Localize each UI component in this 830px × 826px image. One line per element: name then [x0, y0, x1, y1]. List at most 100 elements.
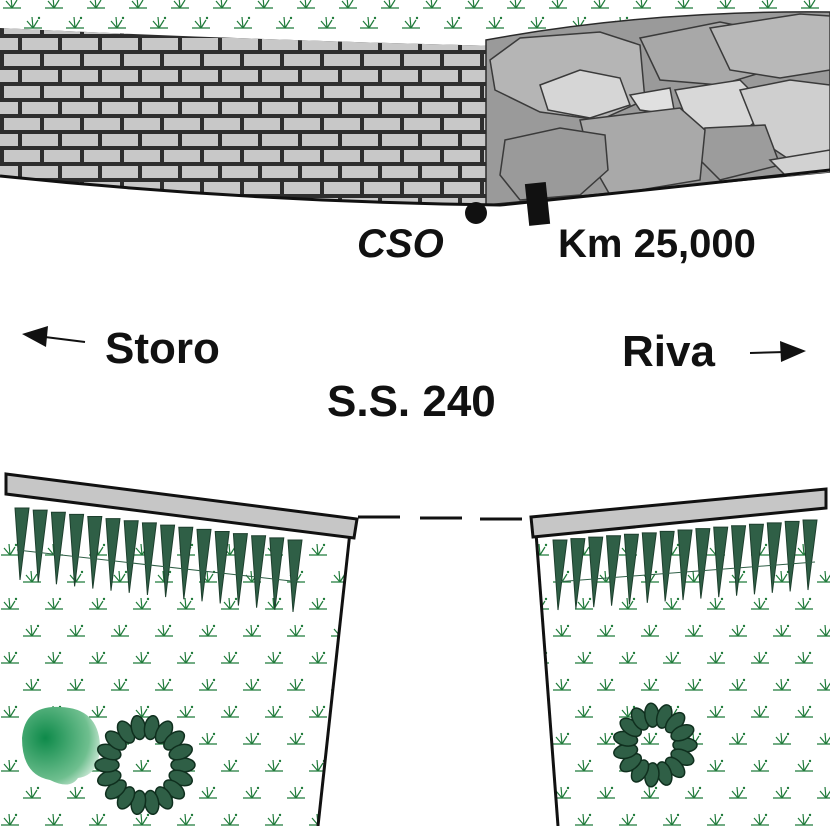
brick	[462, 230, 498, 242]
grass-tuft-icon	[265, 705, 283, 718]
grass-tuft-icon	[66, 16, 84, 29]
brick	[302, 230, 338, 242]
grass-tuft-icon	[111, 570, 129, 583]
brick	[324, 150, 360, 162]
grass-tuft-icon	[108, 16, 126, 29]
brick	[204, 150, 240, 162]
brick	[324, 118, 360, 130]
spike	[214, 530, 230, 604]
grass-tuft-icon	[171, 0, 189, 9]
grass-tuft-icon	[795, 813, 813, 826]
brick	[102, 198, 138, 205]
grass-tuft-icon	[1, 543, 19, 556]
grass-tuft-icon	[89, 597, 107, 610]
spike	[695, 528, 711, 599]
grass-tuft-icon	[795, 651, 813, 664]
grass-tuft-icon	[199, 624, 217, 637]
grass-tuft-icon	[685, 678, 703, 691]
brick	[302, 134, 338, 146]
brick	[22, 198, 58, 205]
grass-tuft-icon	[243, 786, 261, 799]
brick	[262, 70, 298, 82]
brick	[0, 134, 18, 146]
grass-tuft-icon	[199, 678, 217, 691]
grass-tuft-icon	[536, 759, 549, 772]
grass-tuft-icon	[199, 786, 217, 799]
guard-rail-left	[4, 472, 359, 540]
grass-tuft-icon	[597, 678, 615, 691]
grass-tuft-icon	[619, 813, 637, 826]
grass-tuft-icon	[729, 678, 747, 691]
grass-tuft-icon	[729, 786, 747, 799]
brick	[364, 150, 400, 162]
grass-tuft-icon	[1, 759, 19, 772]
spike	[32, 509, 48, 583]
brick-wall	[0, 28, 500, 242]
brick	[204, 118, 240, 130]
grass-tuft-icon	[265, 651, 283, 664]
grass-tuft-icon	[773, 570, 791, 583]
kilometer-post-icon	[524, 181, 551, 226]
grass-tuft-icon	[287, 786, 305, 799]
spike	[570, 538, 586, 609]
grass-tuft-icon	[707, 651, 725, 664]
grass-tuft-icon	[619, 651, 637, 664]
grass-tuft-icon	[221, 813, 239, 826]
brick	[84, 150, 120, 162]
shrub-icon	[22, 706, 100, 785]
brick	[44, 54, 80, 66]
grass-tuft-icon	[318, 16, 336, 29]
brick	[182, 198, 218, 205]
grass-tuft-icon	[773, 732, 791, 745]
grass-tuft-icon	[23, 624, 41, 637]
brick	[364, 54, 400, 66]
brick	[244, 182, 280, 194]
brick	[222, 102, 258, 114]
spike	[802, 519, 818, 591]
grass-tuft-icon	[575, 813, 593, 826]
grass-tuft-icon	[597, 732, 615, 745]
brick	[182, 166, 218, 178]
brick	[22, 102, 58, 114]
brick	[284, 214, 320, 226]
brick	[222, 70, 258, 82]
grass-tuft-icon	[45, 813, 63, 826]
brick	[404, 182, 440, 194]
brick	[142, 230, 178, 242]
grass-tuft-icon	[729, 624, 747, 637]
grass-tuft-icon	[707, 597, 725, 610]
brick	[102, 70, 138, 82]
grass-tuft-icon	[817, 678, 830, 691]
grass-tuft-icon	[817, 732, 830, 745]
spike	[588, 536, 604, 608]
spike	[123, 520, 139, 593]
brick	[4, 214, 40, 226]
brick	[44, 28, 80, 34]
arrow-right-icon	[749, 341, 806, 362]
grass-tuft-icon	[133, 759, 151, 772]
brick	[62, 38, 98, 50]
grass-tuft-icon	[150, 16, 168, 29]
road-name-label: S.S. 240	[327, 377, 496, 426]
grass-tuft-icon	[795, 759, 813, 772]
brick	[124, 54, 160, 66]
spike	[659, 530, 675, 602]
brick	[22, 230, 58, 242]
grass-tuft-icon	[685, 786, 703, 799]
grass-tuft-icon	[507, 0, 525, 9]
brick	[204, 86, 240, 98]
brick	[0, 102, 18, 114]
grass-tuft-icon	[663, 651, 681, 664]
grass-tuft-icon	[675, 0, 693, 9]
grass-tuft-icon	[381, 0, 399, 9]
brick	[222, 230, 258, 242]
grass-tuft-icon	[553, 678, 571, 691]
brick	[102, 38, 138, 50]
grass-tuft-icon	[591, 0, 609, 9]
brick	[244, 150, 280, 162]
brick	[462, 198, 498, 205]
brick	[4, 86, 40, 98]
brick	[164, 214, 200, 226]
brick	[124, 150, 160, 162]
brick	[382, 102, 418, 114]
